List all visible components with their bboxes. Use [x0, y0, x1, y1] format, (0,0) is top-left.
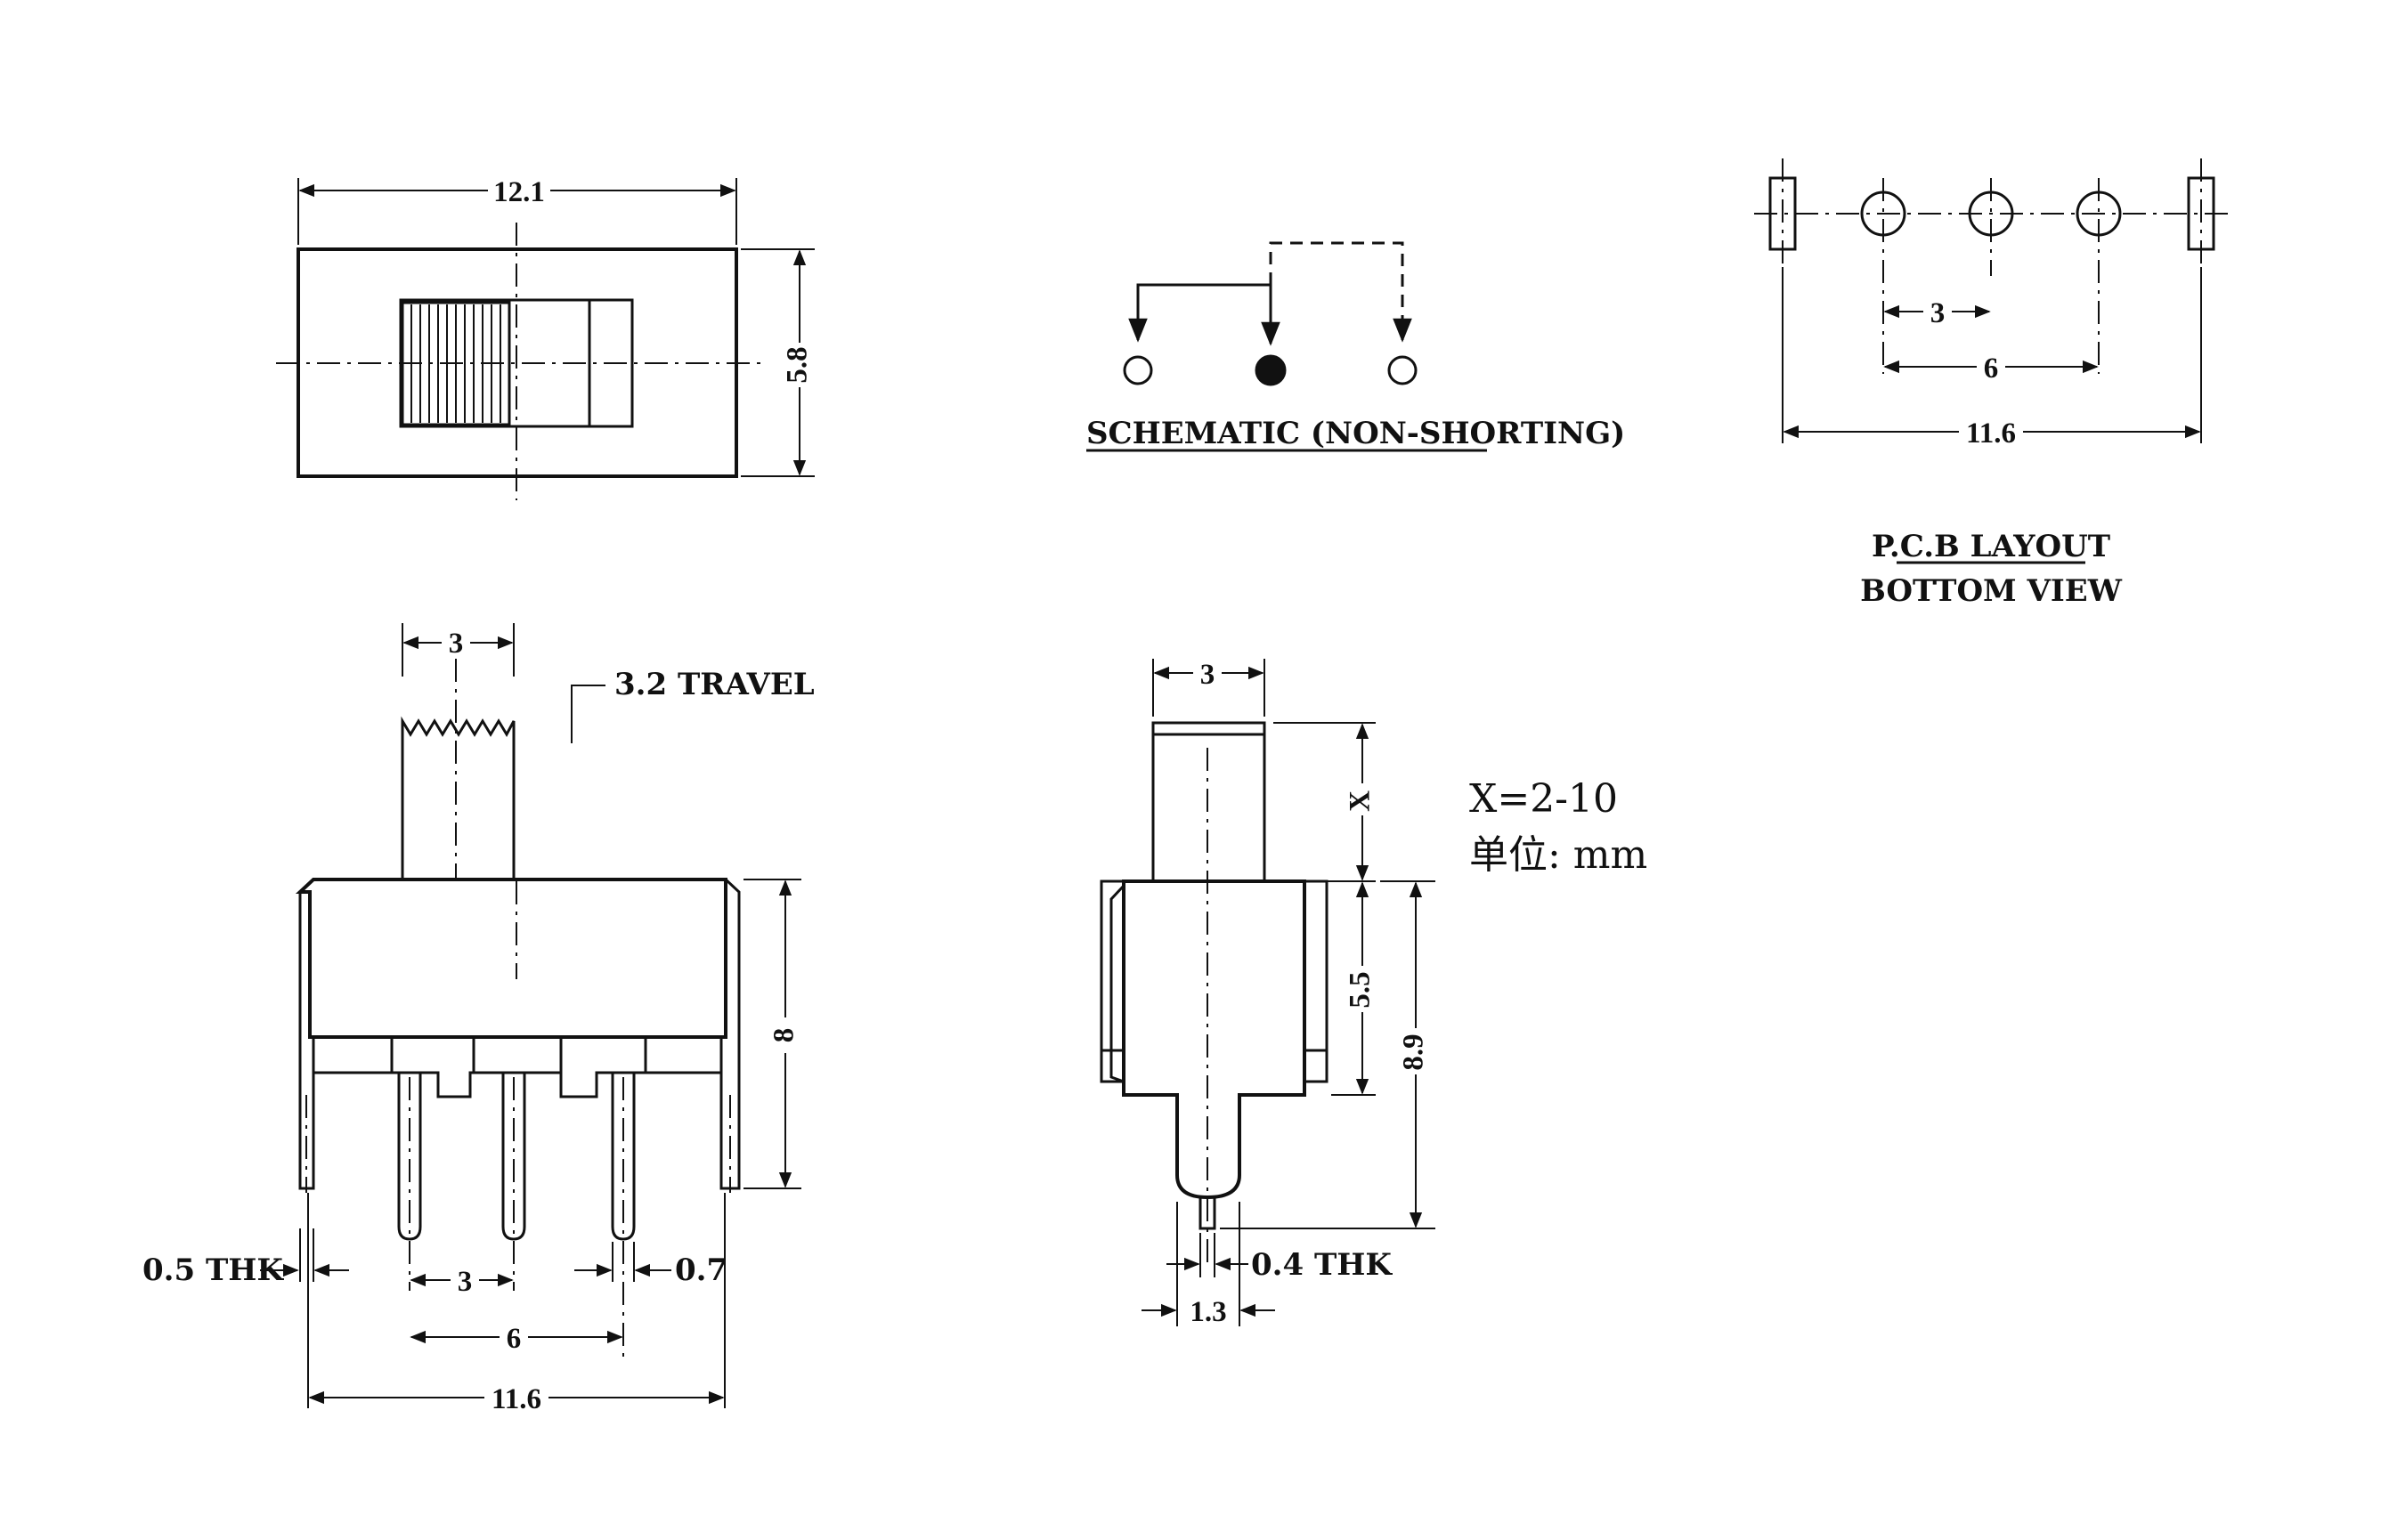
- front-view: 3 3.2 TRAVEL 8: [142, 623, 815, 1415]
- front-thickness-label: 0.5 THK: [142, 1252, 284, 1288]
- notes: X=2-10 单位: mm: [1469, 776, 1647, 878]
- front-actuator-width-dim: 3: [449, 628, 464, 660]
- pcb-double-pitch-dim: 6: [1984, 353, 1999, 385]
- schematic-terminal-left: [1123, 355, 1153, 385]
- schematic-terminal-right: [1387, 355, 1418, 385]
- side-body: [1122, 879, 1306, 1200]
- front-pin-3: [611, 1073, 636, 1241]
- side-actuator: [1151, 721, 1266, 883]
- pcb-pitch-dim: 3: [1930, 297, 1946, 329]
- front-pin-width-label: 0.7: [675, 1252, 727, 1288]
- side-x-dim: X: [1345, 790, 1377, 812]
- front-double-pitch-dim: 6: [507, 1323, 522, 1355]
- front-pin-1: [397, 1073, 422, 1241]
- pcb-title: P.C.B LAYOUT: [1872, 529, 2110, 564]
- schematic: SCHEMATIC (NON-SHORTING): [1086, 241, 1625, 452]
- side-thickness-label: 0.4 THK: [1251, 1247, 1393, 1283]
- front-right-leg: [719, 878, 741, 1190]
- top-view-width-dim: 12.1: [493, 176, 545, 208]
- front-pin-2: [501, 1073, 526, 1241]
- unit-note: 单位: mm: [1469, 832, 1647, 878]
- front-actuator: [401, 716, 516, 881]
- side-total-height-dim: 8.9: [1398, 1033, 1430, 1070]
- pcb-subtitle: BOTTOM VIEW: [1860, 573, 2123, 609]
- side-actuator-width-dim: 3: [1200, 659, 1215, 691]
- schematic-label: SCHEMATIC (NON-SHORTING): [1086, 416, 1625, 451]
- pcb-layout: 3 6 11.6 P.C.B LAYOUT BOTTOM VIEW: [1754, 158, 2235, 609]
- schematic-terminal-common: [1255, 354, 1287, 386]
- side-pin-width-dim: 1.3: [1190, 1296, 1226, 1328]
- top-view: 12.1 5.8: [276, 174, 816, 500]
- side-view: 3 X 5.5 8.9 0.4 THK: [1100, 656, 1435, 1328]
- front-pitch-dim: 3: [458, 1266, 473, 1298]
- x-range-note: X=2-10: [1469, 776, 1618, 822]
- side-body-height-dim: 5.5: [1345, 971, 1377, 1008]
- front-travel-label: 3.2 TRAVEL: [614, 667, 815, 702]
- front-height-dim: 8: [768, 1028, 800, 1043]
- top-view-height-dim: 5.8: [782, 346, 814, 383]
- side-bracket-left: [1100, 879, 1125, 1083]
- pcb-outer-dim: 11.6: [1966, 417, 2016, 450]
- front-outer-dim: 11.6: [492, 1383, 541, 1415]
